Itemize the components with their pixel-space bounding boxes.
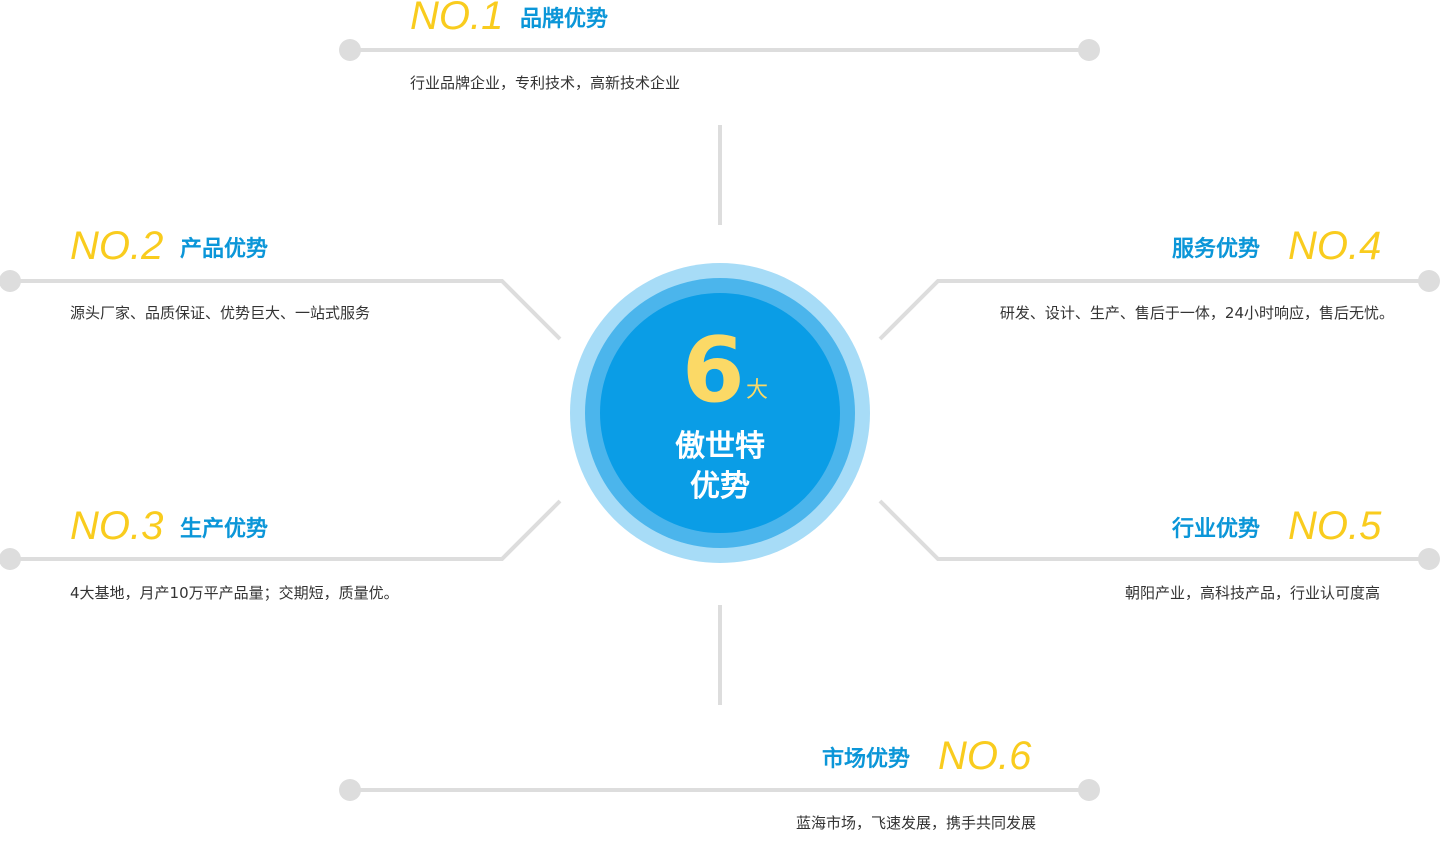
no1-title: 品牌优势 xyxy=(520,7,609,32)
line-no2 xyxy=(0,270,562,341)
no6-desc: 蓝海市场，飞速发展，携手共同发展 xyxy=(795,814,1036,832)
line-no5 xyxy=(878,499,1440,570)
center-unit: 大 xyxy=(746,378,769,403)
center-title-line2: 优势 xyxy=(690,469,750,504)
dot-no2 xyxy=(0,270,21,292)
no6-title: 市场优势 xyxy=(822,747,911,772)
no3-desc: 4大基地，月产10万平产品量；交期短，质量优。 xyxy=(70,584,399,602)
line-no6 xyxy=(339,779,1100,801)
no4-desc: 研发、设计、生产、售后于一体，24小时响应，售后无忧。 xyxy=(999,304,1394,322)
dot-no6-left xyxy=(339,779,361,801)
center-ring-inner xyxy=(600,293,840,533)
no5-label: NO.5 xyxy=(1288,504,1382,548)
no3-label: NO.3 xyxy=(70,504,164,548)
no4-title: 服务优势 xyxy=(1172,237,1261,262)
line-no3 xyxy=(0,499,562,570)
no3-title: 生产优势 xyxy=(180,517,269,542)
no2-label: NO.2 xyxy=(70,224,164,268)
line-no1 xyxy=(339,39,1100,61)
center-number: 6 xyxy=(682,318,745,423)
dot-no1-right xyxy=(1078,39,1100,61)
no1-label: NO.1 xyxy=(410,0,504,38)
no2-desc: 源头厂家、品质保证、优势巨大、一站式服务 xyxy=(70,304,371,322)
line-no4 xyxy=(878,270,1440,341)
dot-no4 xyxy=(1418,270,1440,292)
no5-title: 行业优势 xyxy=(1172,517,1261,542)
no2-title: 产品优势 xyxy=(180,237,269,262)
no4-label: NO.4 xyxy=(1288,224,1382,268)
no6-label: NO.6 xyxy=(938,734,1032,778)
center-badge: 6 大 傲世特 优势 xyxy=(570,263,870,563)
no1-desc: 行业品牌企业，专利技术，高新技术企业 xyxy=(410,74,681,92)
dot-no5 xyxy=(1418,548,1440,570)
center-title-line1: 傲世特 xyxy=(675,429,765,464)
dot-no6-right xyxy=(1078,779,1100,801)
dot-no1-left xyxy=(339,39,361,61)
dot-no3 xyxy=(0,548,21,570)
no5-desc: 朝阳产业，高科技产品，行业认可度高 xyxy=(1124,584,1380,602)
center-title: 傲世特 优势 xyxy=(570,427,870,507)
